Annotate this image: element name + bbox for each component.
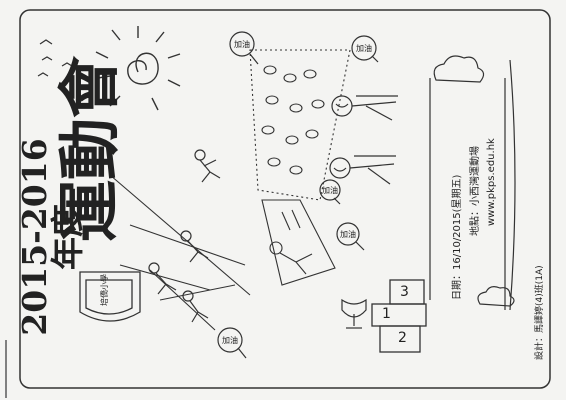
bubble-cheer-right: 加油 xyxy=(356,44,372,53)
event-date: 日期：16/10/2015(星期五) xyxy=(452,174,463,300)
cheering-people xyxy=(329,95,398,185)
runner-figures xyxy=(148,149,221,323)
jumping-runway xyxy=(261,199,336,286)
podium-second: 2 xyxy=(398,330,407,346)
speech-bubbles xyxy=(217,31,379,359)
school-badge xyxy=(79,271,141,322)
bubble-cheer-mid: 加油 xyxy=(322,186,338,195)
cloud-icon xyxy=(433,55,515,307)
sun-icon xyxy=(95,26,181,111)
website: www.pkps.edu.hk xyxy=(486,138,497,226)
school-badge-text: 培僑小學 xyxy=(100,274,109,306)
podium-third: 3 xyxy=(400,284,409,300)
designer-credit: 設計：馬譯婷(4)班(1A) xyxy=(535,265,545,360)
event-venue: 地點：小西灣運動場 xyxy=(470,146,481,236)
bubble-cheer-lower: 加油 xyxy=(340,230,356,239)
trophy-icon xyxy=(341,298,367,329)
birds-icon xyxy=(37,39,73,77)
race-track xyxy=(109,174,251,331)
sand-pit xyxy=(249,49,351,201)
podium-icon xyxy=(371,279,427,353)
bubble-cheer-bottom: 加油 xyxy=(222,336,238,345)
info-block xyxy=(429,59,516,311)
title-year: 2015-2016年度 xyxy=(15,138,87,336)
title-main: 運動會 xyxy=(53,56,126,243)
podium-first: 1 xyxy=(382,306,391,322)
bubble-cheer-top: 加油 xyxy=(234,40,250,49)
page-border xyxy=(19,9,551,389)
